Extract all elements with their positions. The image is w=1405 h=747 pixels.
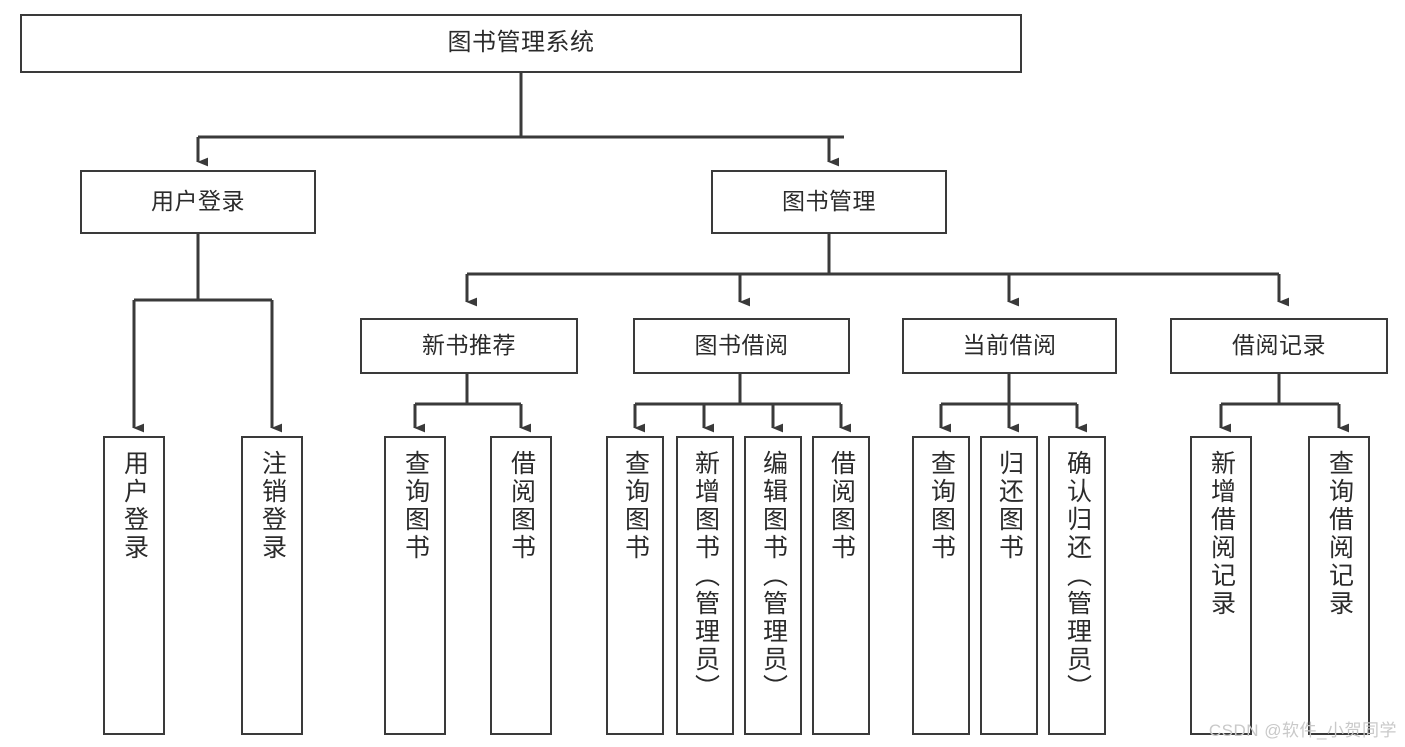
node-book-manage-label: 图书管理 [782, 188, 876, 215]
node-leaf-user-login[interactable]: 用户登录 [103, 436, 165, 735]
node-root-system-label: 图书管理系统 [447, 29, 595, 57]
node-borrow-record-label: 借阅记录 [1232, 332, 1326, 359]
node-new-book-recommend[interactable]: 新书推荐 [360, 318, 578, 374]
node-book-borrow-label: 图书借阅 [694, 332, 789, 359]
node-leaf-edit-book[interactable]: 编辑图书（管理员） [744, 436, 802, 735]
csdn-watermark: CSDN @软件_小贺同学 [1208, 721, 1397, 740]
node-current-borrow-label: 当前借阅 [962, 332, 1057, 359]
node-leaf-return-book-label: 归还图书 [995, 450, 1024, 562]
node-borrow-record[interactable]: 借阅记录 [1170, 318, 1388, 374]
node-leaf-query-record-label: 查询借阅记录 [1325, 450, 1354, 618]
node-leaf-query-book-c[interactable]: 查询图书 [912, 436, 970, 735]
node-user-login-label: 用户登录 [151, 188, 245, 215]
node-leaf-return-book[interactable]: 归还图书 [980, 436, 1038, 735]
node-leaf-logout-label: 注销登录 [258, 450, 287, 562]
node-leaf-query-book-b-label: 查询图书 [621, 450, 650, 562]
node-book-borrow[interactable]: 图书借阅 [633, 318, 850, 374]
node-leaf-user-login-label: 用户登录 [120, 450, 149, 562]
node-leaf-borrow-book-b-label: 借阅图书 [827, 450, 856, 562]
node-leaf-add-record[interactable]: 新增借阅记录 [1190, 436, 1252, 735]
node-leaf-query-book-c-label: 查询图书 [927, 450, 956, 562]
node-new-book-recommend-label: 新书推荐 [422, 332, 516, 359]
node-current-borrow[interactable]: 当前借阅 [902, 318, 1117, 374]
node-leaf-add-book-label: 新增图书（管理员） [691, 450, 720, 702]
node-user-login[interactable]: 用户登录 [80, 170, 316, 234]
node-leaf-borrow-book-a-label: 借阅图书 [507, 450, 536, 562]
node-leaf-confirm-return-label: 确认归还（管理员） [1063, 450, 1092, 702]
node-leaf-add-record-label: 新增借阅记录 [1207, 450, 1236, 618]
node-book-manage[interactable]: 图书管理 [711, 170, 947, 234]
node-leaf-add-book[interactable]: 新增图书（管理员） [676, 436, 734, 735]
node-leaf-edit-book-label: 编辑图书（管理员） [759, 450, 788, 702]
node-leaf-borrow-book-a[interactable]: 借阅图书 [490, 436, 552, 735]
node-root-system[interactable]: 图书管理系统 [20, 14, 1022, 73]
node-leaf-query-book-a[interactable]: 查询图书 [384, 436, 446, 735]
node-leaf-borrow-book-b[interactable]: 借阅图书 [812, 436, 870, 735]
node-leaf-confirm-return[interactable]: 确认归还（管理员） [1048, 436, 1106, 735]
node-leaf-logout[interactable]: 注销登录 [241, 436, 303, 735]
node-leaf-query-book-b[interactable]: 查询图书 [606, 436, 664, 735]
node-leaf-query-book-a-label: 查询图书 [401, 450, 430, 562]
node-leaf-query-record[interactable]: 查询借阅记录 [1308, 436, 1370, 735]
